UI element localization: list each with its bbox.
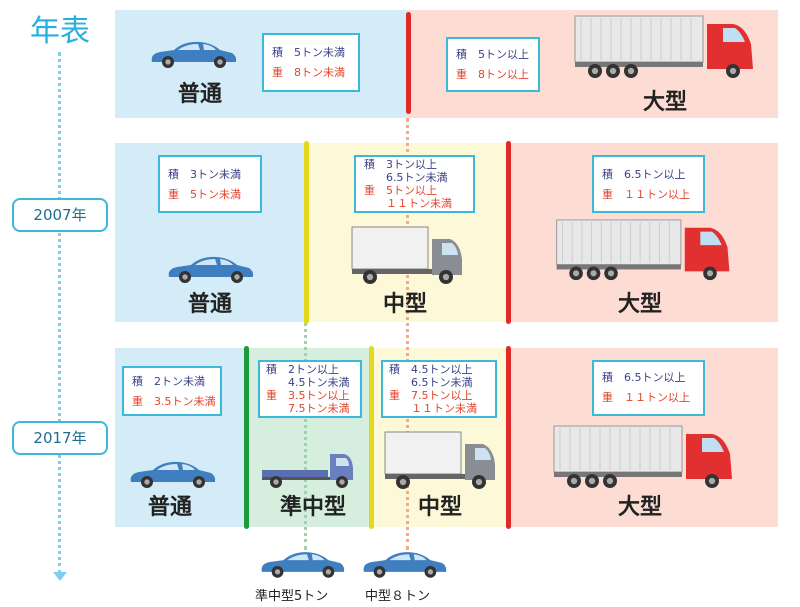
row1-ogata-spec: 積 5トン以上重 8トン以上 — [446, 37, 540, 92]
sedan-car-icon — [127, 458, 217, 490]
flatbed-truck-icon — [260, 452, 355, 490]
row2-futsu-spec: 積 3トン未満重 5トン未満 — [158, 155, 262, 213]
large-truck-icon — [552, 424, 737, 492]
boundary-line — [304, 141, 309, 324]
sedan-car-icon — [148, 38, 238, 70]
sedan-car-icon — [165, 253, 255, 285]
boundary-line — [406, 12, 411, 114]
row3-ogata-spec: 積 6.5トン以上重 １１トン以上 — [592, 360, 705, 416]
row2-chugata-label: 中型 — [382, 292, 427, 317]
row1-futsu-label: 普通 — [177, 82, 222, 107]
sedan-car-icon — [360, 548, 448, 580]
year-2007: 2007年 — [12, 198, 108, 232]
sedan-car-icon — [258, 548, 346, 580]
timeline-title: 年表 — [30, 14, 90, 49]
row3-chugata-label: 中型 — [417, 495, 462, 520]
boundary-line — [369, 346, 374, 529]
row3-futsu-spec: 積 2トン未満重 3.5トン未満 — [122, 366, 222, 416]
junchu-5t-caption: 準中型5トン — [255, 589, 329, 604]
medium-truck-icon — [350, 225, 465, 287]
row3-junchu-label: 準中型 — [279, 495, 346, 520]
row1-futsu-spec: 積 5トン未満重 8トン未満 — [262, 33, 360, 92]
large-truck-icon — [573, 14, 758, 82]
row1-ogata-label: 大型 — [642, 90, 687, 115]
large-truck-icon — [552, 218, 737, 284]
chugata-8t-connector — [406, 118, 409, 550]
row3-junchu-spec: 積 2トン以上 4.5トン未満重 3.5トン以上 7.5トン未満 — [258, 360, 362, 418]
junchu-5t-connector — [304, 322, 307, 550]
chugata-8t-caption: 中型８トン — [365, 589, 431, 604]
year-2017: 2017年 — [12, 421, 108, 455]
arrow-down-icon — [53, 572, 67, 581]
row2-ogata-label: 大型 — [617, 292, 662, 317]
medium-truck-icon — [383, 430, 498, 492]
row3-futsu-label: 普通 — [147, 495, 192, 520]
row2-chugata-spec: 積 3トン以上 6.5トン未満重 5トン以上 １１トン未満 — [354, 155, 475, 213]
row3-chugata-spec: 積 4.5トン以上 6.5トン未満重 7.5トン以上 １１トン未満 — [381, 360, 497, 418]
boundary-line — [506, 346, 511, 529]
row2-ogata-spec: 積 6.5トン以上重 １１トン以上 — [592, 155, 705, 213]
row3-ogata-label: 大型 — [617, 495, 662, 520]
timeline-line — [58, 52, 61, 574]
boundary-line — [506, 141, 511, 324]
row2-futsu-label: 普通 — [187, 292, 232, 317]
boundary-line — [244, 346, 249, 529]
